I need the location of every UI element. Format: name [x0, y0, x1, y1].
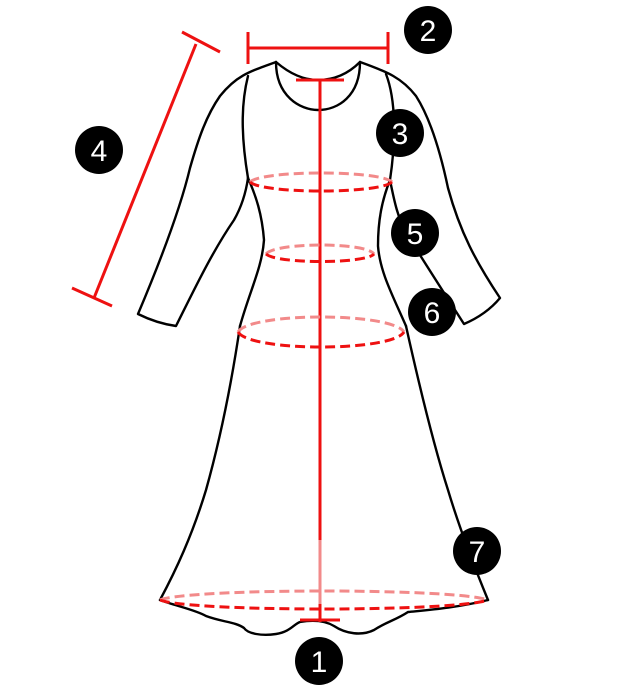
marker-7: 7	[453, 527, 501, 575]
sleeve-line-top-cap	[181, 30, 221, 54]
neckline	[274, 60, 362, 112]
waist-ellipse-front	[264, 252, 376, 263]
neckline-top	[274, 60, 362, 82]
bodice-right	[376, 178, 408, 328]
sleeve-line	[92, 43, 198, 299]
bodice-left	[238, 176, 266, 328]
hip-ellipse-back	[236, 315, 406, 334]
marker-3-label: 3	[392, 118, 409, 151]
marker-5-badge	[391, 209, 439, 257]
marker-1: 1	[295, 637, 343, 685]
measurement-guides	[71, 30, 489, 622]
left-armhole-seam	[241, 74, 250, 180]
sleeve-line-bottom-cap	[71, 286, 113, 308]
waist-ellipse-back	[264, 243, 376, 256]
hem-ellipse-back	[159, 589, 489, 602]
marker-7-badge	[453, 527, 501, 575]
number-markers: 1 2 3 4 5 6 7	[75, 6, 501, 685]
chest-ellipse-back	[248, 171, 394, 184]
marker-3-badge	[376, 109, 424, 157]
marker-4: 4	[75, 126, 123, 174]
skirt-left	[158, 324, 242, 602]
marker-3: 3	[376, 109, 424, 157]
hem-ellipse-front	[159, 598, 489, 611]
marker-5: 5	[391, 209, 439, 257]
marker-4-badge	[75, 126, 123, 174]
hem-edge	[158, 598, 490, 636]
marker-4-label: 4	[91, 135, 108, 168]
marker-1-badge	[295, 637, 343, 685]
right-sleeve-outline	[358, 60, 502, 326]
marker-1-label: 1	[311, 646, 328, 679]
left-sleeve-outline	[136, 60, 278, 328]
marker-2: 2	[404, 6, 452, 54]
chest-ellipse-front	[248, 180, 394, 193]
marker-6-badge	[408, 288, 456, 336]
hip-ellipse-front	[236, 330, 406, 349]
marker-2-badge	[404, 6, 452, 54]
marker-2-label: 2	[420, 15, 437, 48]
marker-5-label: 5	[407, 218, 424, 251]
marker-6: 6	[408, 288, 456, 336]
marker-7-label: 7	[469, 536, 486, 569]
marker-6-label: 6	[424, 297, 441, 330]
